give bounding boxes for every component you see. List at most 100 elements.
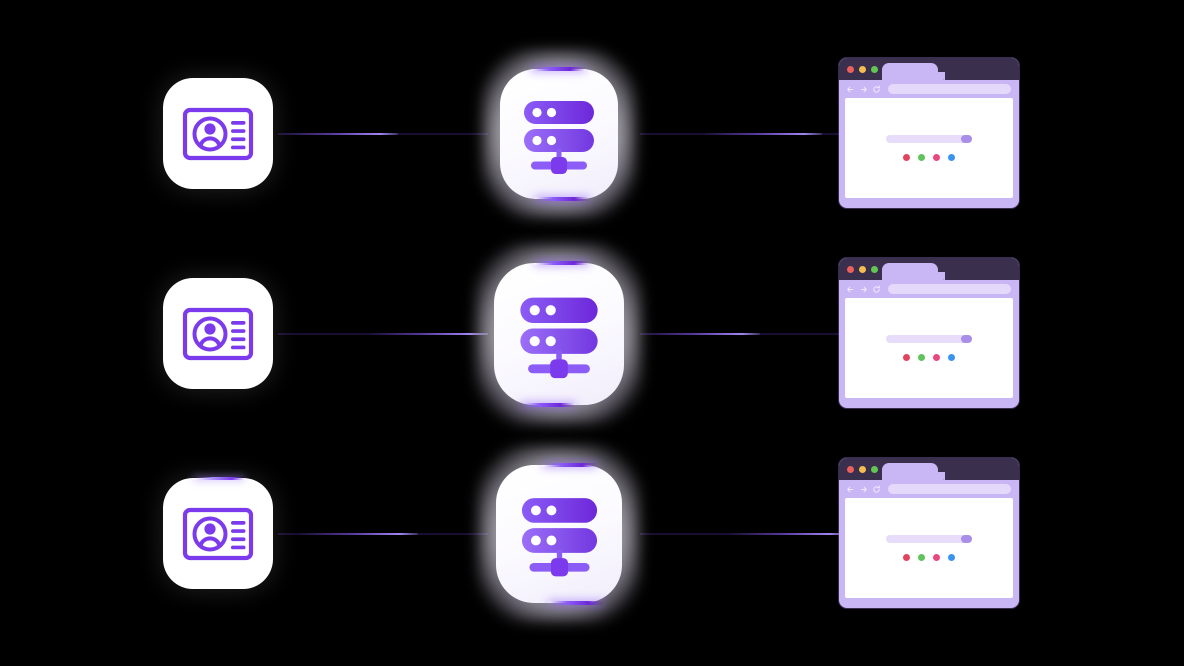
server-stem: [556, 148, 562, 163]
reload-icon[interactable]: [872, 285, 881, 294]
connector-server-to-browser: [640, 333, 848, 335]
avatar-head: [204, 322, 216, 335]
arrow-right-icon[interactable]: [859, 285, 868, 294]
data-pulse-right: [702, 133, 822, 135]
connector-idcard-to-server: [278, 533, 488, 535]
server-tile-2[interactable]: [472, 240, 646, 427]
traffic-light-close[interactable]: [847, 266, 854, 273]
server-bar-bottom: [524, 128, 594, 152]
traffic-light-close[interactable]: [847, 466, 854, 473]
id-card-line-1: [231, 520, 246, 525]
browser-viewport: [845, 498, 1013, 598]
avatar-ring: [192, 316, 228, 351]
avatar-shoulders: [198, 535, 222, 548]
traffic-light-minimize[interactable]: [859, 266, 866, 273]
browser-titlebar: [839, 458, 1019, 480]
server-led-bottom-1: [530, 535, 541, 546]
reload-icon[interactable]: [872, 485, 881, 494]
dot-green: [918, 354, 925, 361]
server-edge-glow-top: [534, 260, 590, 265]
server-led-top-1: [529, 304, 540, 315]
server-card[interactable]: [500, 66, 618, 201]
browser-viewport: [845, 98, 1013, 198]
server-hub-node: [551, 156, 567, 174]
server-led-top-1: [530, 505, 541, 516]
content-progress-bar: [886, 135, 972, 143]
id-card-tile-1[interactable]: [163, 78, 273, 189]
id-card-line-3: [231, 536, 246, 541]
row-1: [0, 0, 1184, 222]
connector-server-to-browser: [640, 533, 848, 535]
browser-window-2[interactable]: [839, 258, 1019, 408]
data-pulse-left: [368, 333, 488, 335]
arrow-right-icon[interactable]: [859, 485, 868, 494]
server-rack-glyph: [520, 297, 598, 378]
browser-tab[interactable]: [882, 463, 945, 480]
arrow-left-icon[interactable]: [846, 285, 855, 294]
dot-pink: [933, 554, 940, 561]
progress-knob[interactable]: [961, 535, 972, 543]
browser-viewport: [845, 298, 1013, 398]
avatar-shoulders: [198, 335, 222, 348]
traffic-light-minimize[interactable]: [859, 66, 866, 73]
id-card-glyph: [182, 107, 254, 160]
id-card-glyph: [182, 507, 254, 560]
arrow-right-icon[interactable]: [859, 85, 868, 94]
id-card-line-2: [231, 528, 246, 533]
server-led-bottom-2: [546, 535, 556, 546]
avatar-head: [204, 122, 216, 135]
progress-knob[interactable]: [961, 135, 972, 143]
avatar-head: [204, 522, 216, 535]
server-edge-glow-top: [542, 462, 598, 467]
server-bar-top: [524, 100, 594, 124]
browser-tab[interactable]: [882, 263, 945, 280]
data-pulse-left: [278, 133, 398, 135]
traffic-light-maximize[interactable]: [871, 466, 878, 473]
reload-icon[interactable]: [872, 85, 881, 94]
server-hub-node: [550, 358, 568, 378]
browser-toolbar: [839, 280, 1019, 298]
server-card[interactable]: [494, 260, 624, 407]
address-input[interactable]: [888, 284, 1011, 294]
data-pulse-left: [298, 533, 418, 535]
traffic-light-maximize[interactable]: [871, 66, 878, 73]
id-card-tile-2[interactable]: [163, 278, 273, 389]
server-led-top-2: [546, 505, 556, 516]
server-bar-bottom: [521, 528, 597, 553]
id-card-line-4: [231, 345, 246, 349]
arrow-left-icon[interactable]: [846, 85, 855, 94]
browser-window-3[interactable]: [839, 458, 1019, 608]
dot-green: [918, 554, 925, 561]
connector-server-to-browser: [640, 133, 848, 135]
id-card-glyph: [182, 307, 254, 360]
browser-window-1[interactable]: [839, 58, 1019, 208]
address-input[interactable]: [888, 84, 1011, 94]
dot-green: [918, 154, 925, 161]
server-tile-3[interactable]: [474, 442, 644, 625]
server-card[interactable]: [496, 462, 622, 605]
dot-pink: [933, 354, 940, 361]
server-hub-node: [550, 558, 568, 577]
traffic-light-close[interactable]: [847, 66, 854, 73]
arrow-left-icon[interactable]: [846, 485, 855, 494]
server-tile-1[interactable]: [478, 46, 640, 221]
connector-idcard-to-server: [278, 333, 488, 335]
address-input[interactable]: [888, 484, 1011, 494]
traffic-light-minimize[interactable]: [859, 466, 866, 473]
row-3: [0, 400, 1184, 622]
server-rack-glyph: [524, 100, 594, 174]
server-edge-glow-bottom: [548, 600, 604, 605]
progress-knob[interactable]: [961, 335, 972, 343]
id-card-line-4: [231, 145, 246, 149]
id-card-line-3: [231, 336, 246, 341]
id-card-tile-3[interactable]: [163, 476, 273, 589]
traffic-light-maximize[interactable]: [871, 266, 878, 273]
dot-blue: [948, 554, 955, 561]
browser-tab[interactable]: [882, 63, 945, 80]
id-card-frame: [182, 107, 254, 160]
content-dot-row: [903, 554, 955, 561]
avatar-ring: [192, 116, 228, 151]
traffic-lights: [847, 466, 878, 473]
browser-titlebar: [839, 58, 1019, 80]
server-led-top-2: [546, 107, 557, 117]
